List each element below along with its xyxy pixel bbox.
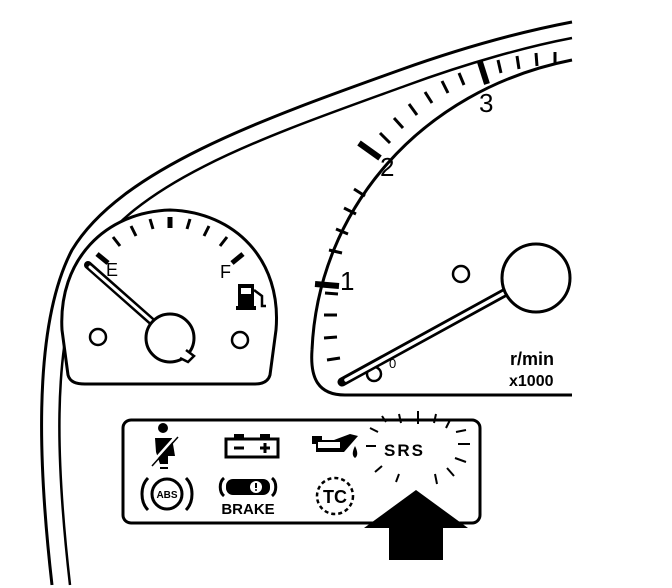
fuel-gauge: E F: [60, 208, 279, 386]
battery-charge-icon: [224, 434, 280, 459]
fuel-tick: [230, 252, 245, 265]
fuel-gauge-bezel: [60, 208, 279, 386]
traction-control-icon: TC: [315, 476, 355, 516]
fuel-tick: [111, 236, 122, 247]
cluster-housing-outline: [40, 20, 573, 586]
tach-tick: [378, 131, 392, 145]
fuel-tick: [218, 236, 229, 247]
tach-tick: [440, 80, 450, 94]
tach-tick: [326, 356, 341, 362]
fuel-gauge-screw: [230, 330, 250, 350]
tc-label: TC: [323, 487, 347, 507]
tachometer-bezel: [310, 58, 573, 397]
tach-unit-line2: x1000: [509, 373, 554, 390]
tach-needle-fill: [344, 290, 508, 382]
srs-flash-rays: [366, 411, 470, 485]
tach-tick: [534, 52, 539, 67]
tach-tick: [457, 72, 466, 86]
seatbelt-warning-icon: [150, 423, 179, 469]
fuel-gauge-screw: [88, 327, 108, 347]
abs-label: ABS: [156, 490, 177, 501]
tach-tick: [423, 91, 434, 104]
fuel-tick: [95, 252, 110, 265]
abs-warning-icon: ABS: [140, 476, 194, 512]
fuel-needle-hub-tab: [179, 349, 196, 364]
oil-pressure-icon: [312, 434, 358, 458]
tach-tick: [343, 206, 357, 216]
fuel-tick: [129, 225, 138, 237]
tach-tick: [407, 103, 419, 116]
tach-tick-major: [314, 281, 340, 289]
fuel-needle-fill: [88, 265, 159, 328]
cluster-housing-outline-inner: [58, 36, 573, 586]
tach-tick: [328, 248, 343, 255]
tach-tick: [515, 55, 521, 70]
tach-tick: [324, 291, 339, 296]
tach-tick: [496, 59, 503, 74]
tach-label-3: 3: [479, 88, 493, 118]
fuel-tick: [202, 225, 211, 237]
brake-label: BRAKE: [221, 501, 274, 518]
warning-panel-frame: [121, 418, 482, 525]
up-arrow-icon: [364, 490, 468, 560]
tachometer: 1 2 3 0 r/min x1000: [310, 52, 573, 397]
tach-label-1: 1: [340, 266, 354, 296]
fuel-tick: [148, 218, 155, 230]
brake-warning-icon: BRAKE: [218, 476, 278, 518]
tach-zero-mark: 0: [389, 356, 396, 371]
fuel-empty-label: E: [106, 260, 118, 280]
warning-lights-panel: SRS ABS: [121, 411, 482, 525]
tach-tick-major: [357, 140, 382, 161]
fuel-tick: [185, 218, 192, 230]
fuel-needle-hub: [144, 312, 196, 364]
tach-tick-major: [477, 61, 490, 85]
tach-label-2: 2: [380, 152, 394, 182]
srs-label: SRS: [384, 441, 425, 460]
tach-tick: [353, 187, 366, 198]
tach-tick: [323, 335, 338, 340]
tach-unit-line1: r/min: [510, 349, 554, 369]
tach-needle-hub: [500, 242, 572, 314]
fuel-full-label: F: [220, 262, 231, 282]
tach-tick: [392, 116, 405, 130]
tach-tick: [335, 227, 349, 236]
tach-screw: [451, 264, 471, 284]
fuel-pump-icon: [236, 284, 266, 310]
srs-warning-light: SRS: [366, 411, 470, 485]
